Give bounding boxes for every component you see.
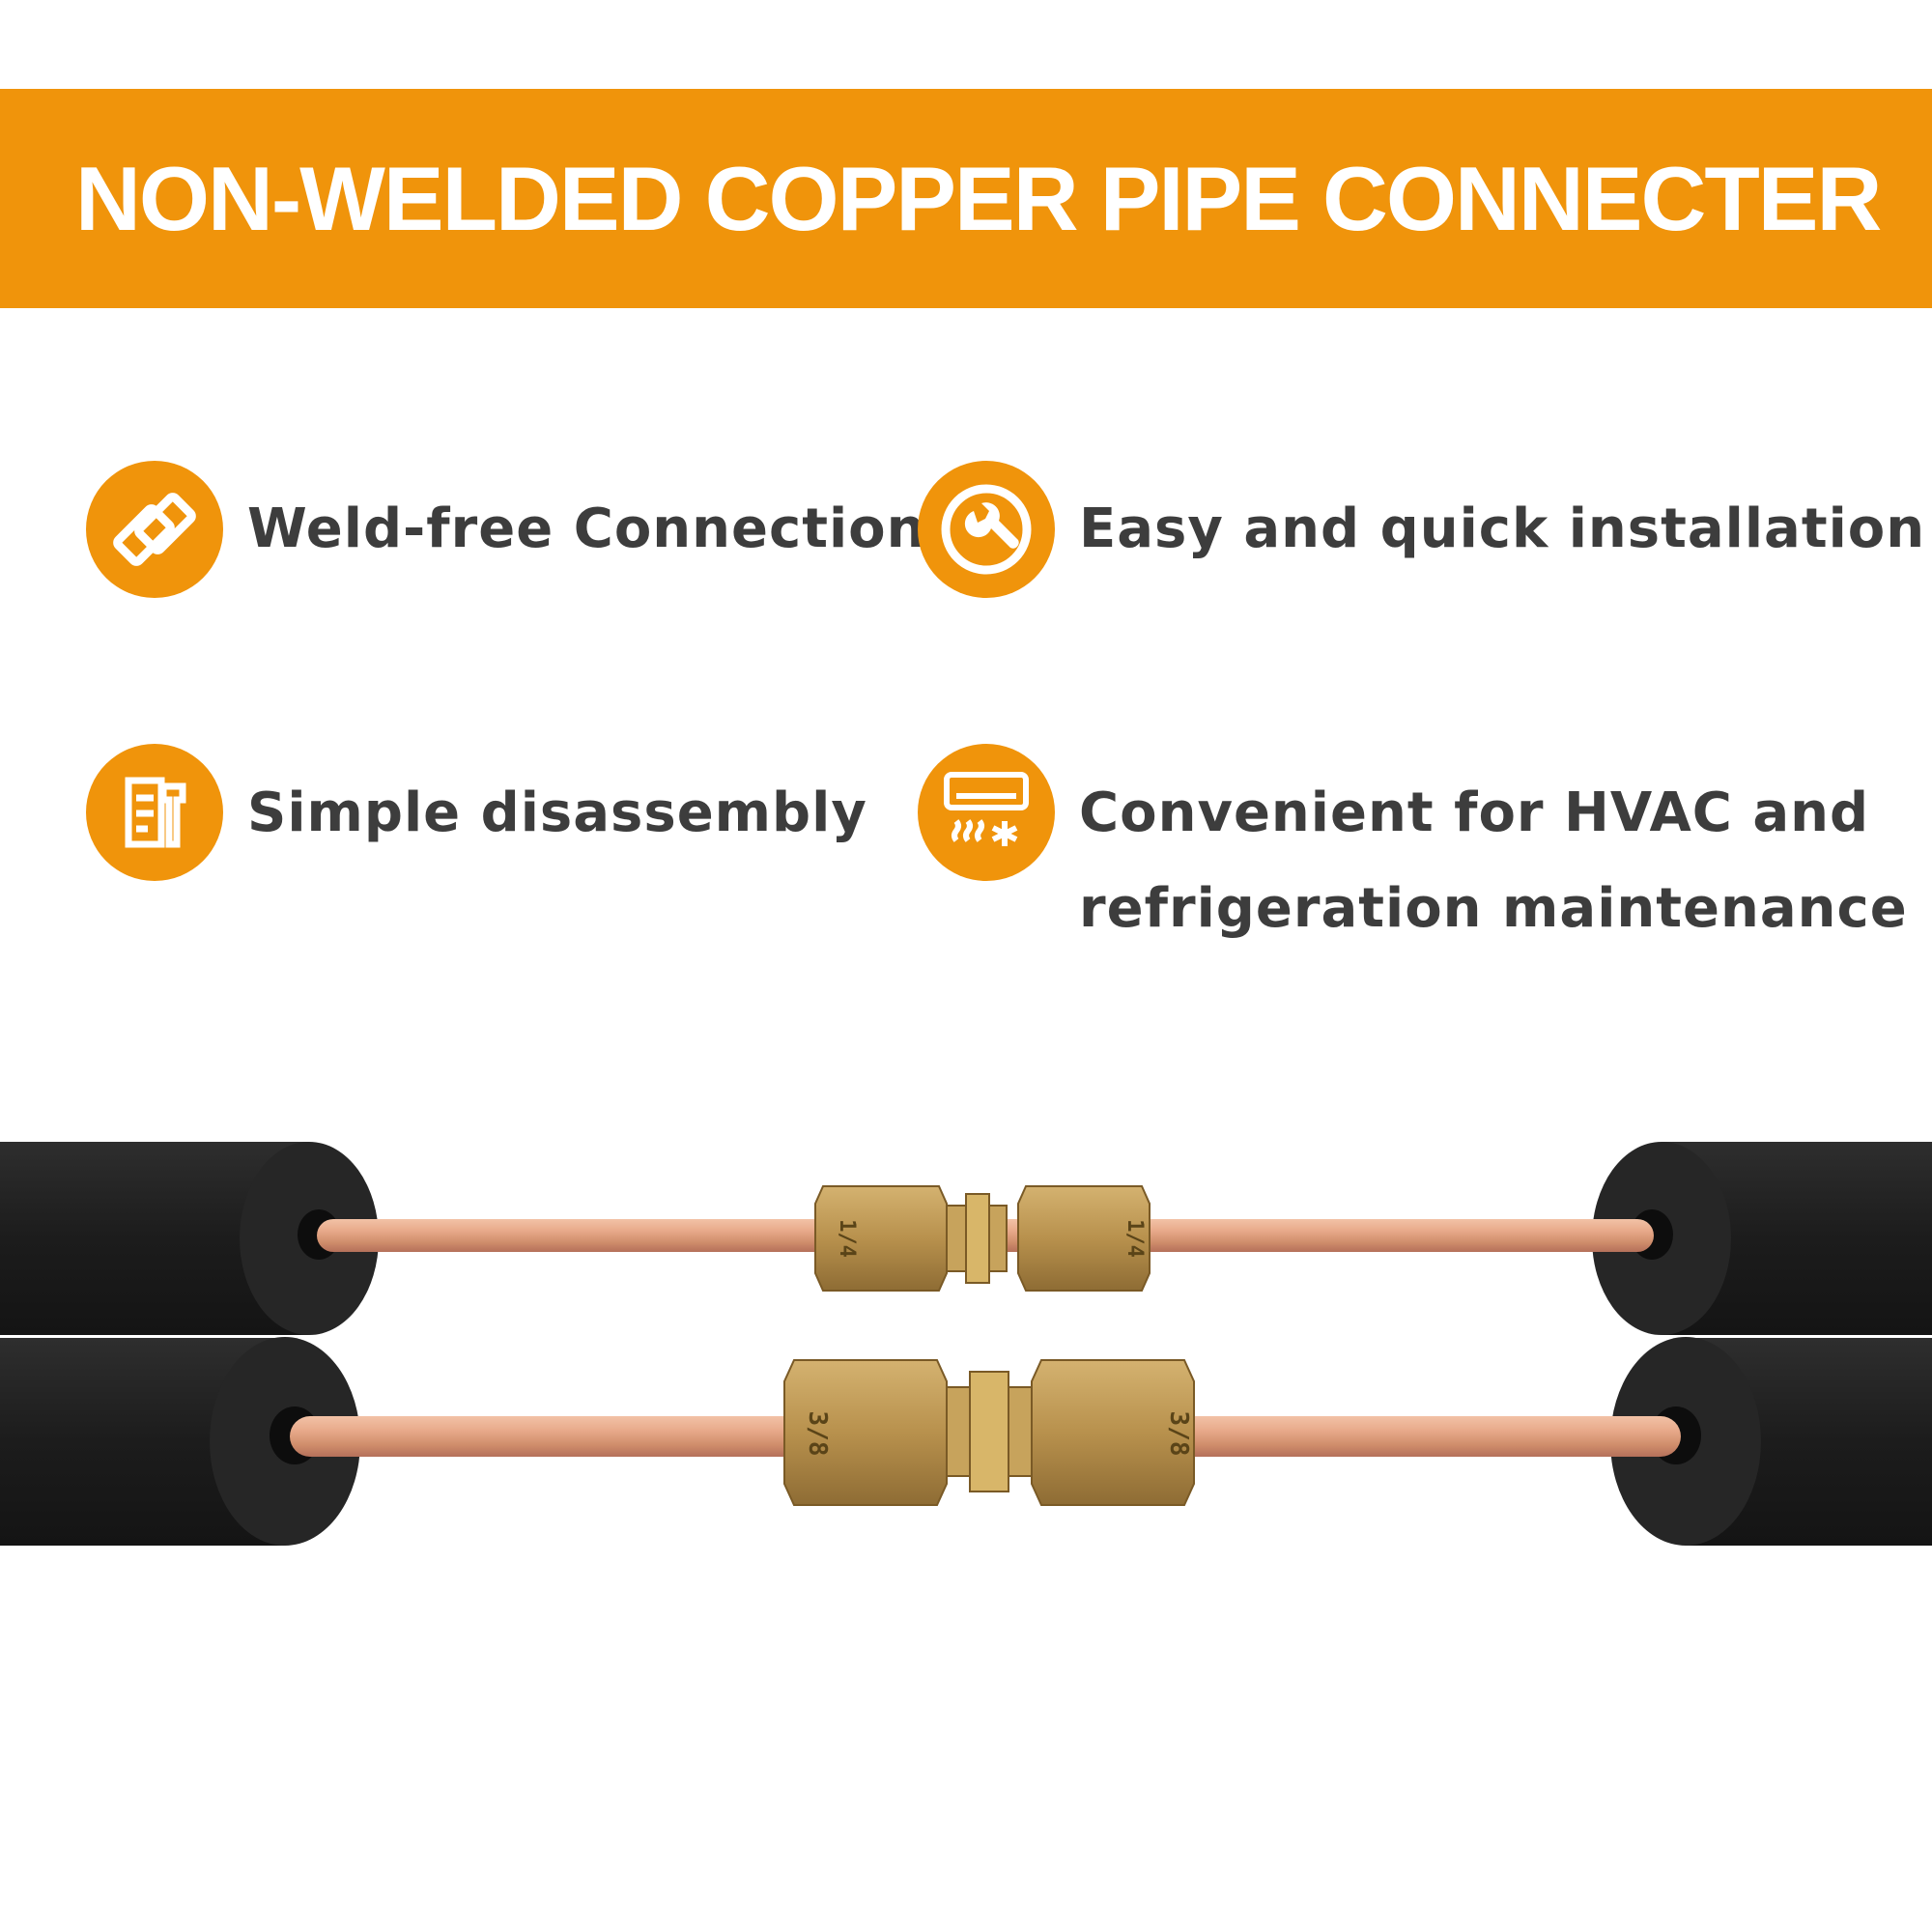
- insulation-top-left: [0, 1142, 379, 1335]
- page-title: NON-WELDED COPPER PIPE CONNECTER: [75, 148, 1882, 249]
- connector-bottom: 3/8 3/8: [783, 1359, 1195, 1506]
- size-label-top-left: 1/4: [835, 1219, 859, 1258]
- feature-label-line1: Convenient for HVAC and: [1079, 781, 1870, 844]
- air-conditioner-icon: [918, 744, 1055, 881]
- feature-label: Weld-free Connection: [247, 497, 926, 560]
- title-banner: NON-WELDED COPPER PIPE CONNECTER: [0, 89, 1932, 308]
- insulation-bottom-left: [0, 1337, 360, 1546]
- size-label-bottom-left: 3/8: [803, 1411, 832, 1457]
- size-label-bottom-right: 3/8: [1164, 1411, 1193, 1457]
- feature-label: Simple disassembly: [247, 781, 867, 844]
- chain-link-icon: [86, 461, 223, 598]
- toolbox-icon: [86, 744, 223, 881]
- wrench-icon: [918, 461, 1055, 598]
- feature-label: Easy and quick installation: [1079, 497, 1926, 560]
- feature-label-line2: refrigeration maintenance: [1079, 877, 1908, 940]
- product-illustration: 1/4 1/4 3/8 3/8: [0, 1082, 1932, 1642]
- connector-top: 1/4 1/4: [814, 1185, 1151, 1292]
- insulation-top-right: [1592, 1142, 1932, 1335]
- size-label-top-right: 1/4: [1122, 1219, 1147, 1258]
